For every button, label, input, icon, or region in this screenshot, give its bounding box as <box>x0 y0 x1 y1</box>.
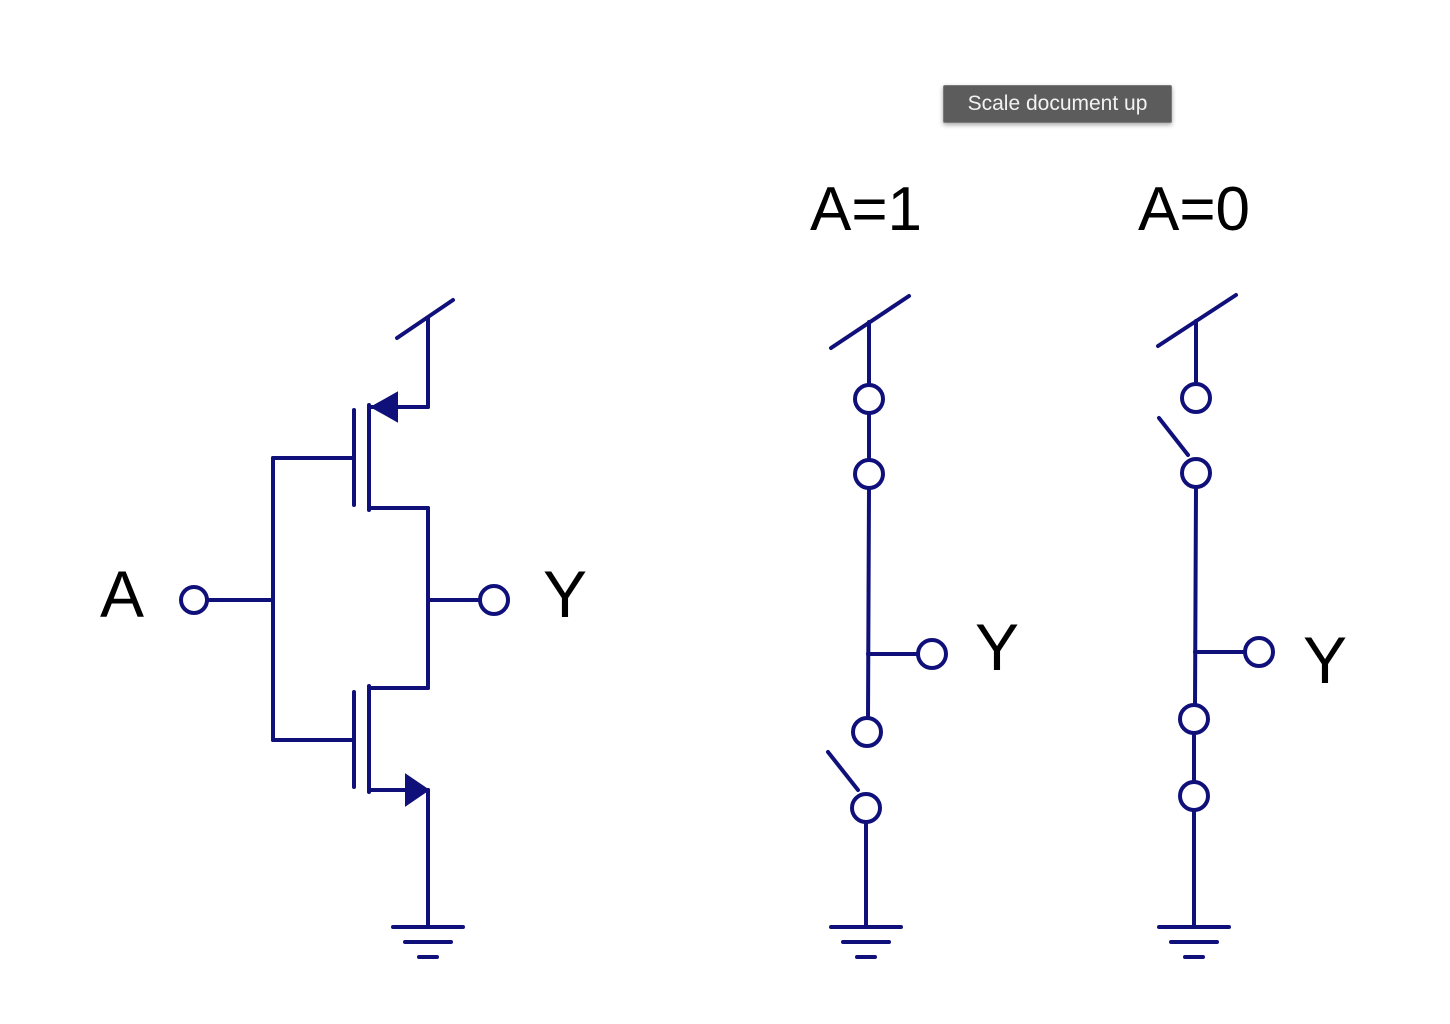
pmos-switch-closed <box>853 383 885 490</box>
inverter-output-label: Y <box>543 557 587 631</box>
switch-model-a1-output-label: Y <box>975 610 1019 684</box>
switch-model-a1-title: A=1 <box>810 175 922 244</box>
pmos-switch-open <box>1157 382 1212 489</box>
scale-document-up-tooltip: Scale document up <box>943 85 1172 123</box>
pmos-transistor <box>352 391 430 512</box>
inverter-output-terminal <box>478 584 510 616</box>
inverter-input-terminal <box>179 585 209 615</box>
nmos-switch-open <box>826 716 883 824</box>
switch-model-a0: A=0 Y <box>1138 175 1347 959</box>
output-node-wire <box>1193 485 1198 707</box>
output-terminal <box>1243 636 1275 668</box>
cmos-inverter-schematic: A Y <box>100 298 587 959</box>
switch-model-a0-title: A=0 <box>1138 175 1250 244</box>
pmos-arrow-icon <box>369 391 398 423</box>
ground-icon <box>391 925 465 959</box>
ground-icon <box>1157 925 1231 959</box>
nmos-arrow-icon <box>405 773 430 807</box>
inverter-input-label: A <box>100 557 144 631</box>
vdd-rail-icon <box>395 298 455 340</box>
switch-model-a1: A=1 Y <box>810 175 1019 959</box>
nmos-switch-closed <box>1178 703 1210 812</box>
output-terminal <box>916 638 948 670</box>
ground-icon <box>829 925 903 959</box>
nmos-transistor <box>352 684 430 807</box>
output-node-wire <box>866 486 871 720</box>
switch-model-a0-output-label: Y <box>1303 623 1347 697</box>
